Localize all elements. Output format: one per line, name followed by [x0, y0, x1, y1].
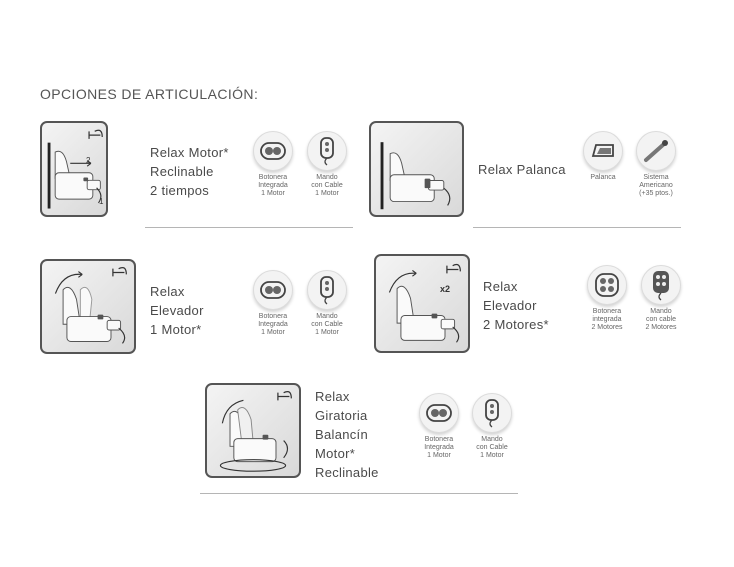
step-marker-first: 2	[86, 156, 91, 165]
corded-remote-icon	[307, 131, 347, 171]
divider	[200, 493, 518, 494]
control-corded-remote: Mando con Cable 1 Motor	[462, 393, 522, 460]
option-label-relax-elevador-2: Relax Elevador 2 Motores*	[483, 279, 549, 332]
four-way-button-panel-icon	[587, 265, 627, 305]
corded-remote-icon	[472, 393, 512, 433]
button-panel-icon	[253, 131, 293, 171]
lift-recliner-one-motor-illustration	[40, 259, 136, 354]
corded-remote-two-motor-icon	[641, 265, 681, 305]
control-corded-remote: Mando con Cable 1 Motor	[297, 131, 357, 198]
control-corded-remote-two-motor: Mando con cable 2 Motores	[631, 265, 691, 332]
page-heading: OPCIONES DE ARTICULACIÓN:	[40, 86, 259, 102]
option-label-relax-giratoria: Relax Giratoria Balancín Motor* Reclinab…	[315, 389, 379, 480]
corded-remote-icon	[307, 270, 347, 310]
control-button-panel: Botonera Integrada 1 Motor	[409, 393, 469, 460]
button-panel-icon	[253, 270, 293, 310]
control-button-panel: Botonera Integrada 1 Motor	[243, 131, 303, 198]
motor-count-badge: x2	[440, 284, 451, 294]
swivel-rocker-recliner-illustration	[205, 383, 301, 478]
divider	[473, 227, 681, 228]
control-pull-handle: Sistema Americano (+35 ptos.)	[626, 131, 686, 198]
control-lever: Palanca	[573, 131, 633, 182]
option-label-relax-palanca: Relax Palanca	[478, 162, 566, 177]
control-corded-remote: Mando con Cable 1 Motor	[297, 270, 357, 337]
lever-icon	[583, 131, 623, 171]
option-label-relax-elevador-1: Relax Elevador 1 Motor*	[150, 284, 204, 337]
step-marker-second: 1	[99, 197, 104, 206]
control-button-panel: Botonera Integrada 1 Motor	[243, 270, 303, 337]
pull-handle-icon	[636, 131, 676, 171]
control-four-way-button-panel: Botonera integrada 2 Motores	[577, 265, 637, 332]
button-panel-icon	[419, 393, 459, 433]
option-label-relax-motor: Relax Motor* Reclinable 2 tiempos	[150, 145, 229, 198]
lift-recliner-two-motor-illustration: x2	[374, 254, 470, 353]
divider	[145, 227, 353, 228]
recliner-lever-illustration	[369, 121, 464, 217]
recliner-two-step-illustration: 2 1	[40, 121, 108, 217]
